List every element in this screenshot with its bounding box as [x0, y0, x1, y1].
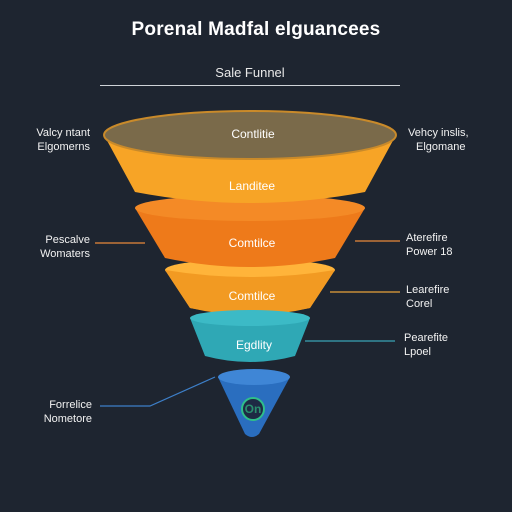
target-circle-icon [241, 397, 265, 421]
right-label-3-line-2: Corel [406, 298, 433, 310]
right-label-4: Pearefite Lpoel [404, 331, 500, 359]
funnel-stage-5 [190, 310, 310, 362]
left-label-3-line-2: Nometore [43, 413, 92, 425]
stage-label-2: Landitee [229, 179, 275, 193]
right-label-4-line-1: Pearefite [404, 332, 449, 344]
left-label-2: Pescalve Womaters [18, 233, 90, 261]
right-label-3-line-1: Learefire [406, 284, 450, 296]
right-label-2-line-1: Aterefire [406, 232, 448, 244]
left-label-1: Valcy ntant Elgomerns [18, 126, 90, 154]
left-label-2-line-2: Womaters [40, 248, 90, 260]
stage-label-4: Comtilce [229, 289, 276, 303]
right-label-4-line-2: Lpoel [404, 346, 431, 358]
stage-label-5: Egdlity [236, 338, 272, 352]
right-label-2-line-2: Power 18 [406, 246, 453, 258]
right-label-1-line-2: Elgomane [416, 141, 466, 153]
left-label-2-line-1: Pescalve [45, 234, 90, 246]
left-label-3: Forrelice Nometore [18, 398, 92, 426]
stage-label-3: Comtilce [229, 236, 276, 250]
left-label-1-line-2: Elgomerns [37, 141, 90, 153]
right-label-1-line-1: Vehcy inslis, [408, 127, 469, 139]
funnel-stage-1 [103, 110, 397, 203]
left-label-1-line-1: Valcy ntant [36, 127, 90, 139]
subtitle-divider [100, 85, 400, 86]
funnel-subtitle: Sale Funnel [215, 65, 285, 80]
right-label-1: Vehcy inslis, Elgomane [408, 126, 504, 154]
funnel-stage-3 [135, 195, 365, 267]
connector-left-3 [100, 376, 216, 407]
left-label-3-line-1: Forrelice [49, 399, 92, 411]
right-label-3: Learefire Corel [406, 283, 502, 311]
funnel-stage-6 [218, 369, 290, 437]
right-label-2: Aterefire Power 18 [406, 231, 502, 259]
funnel-stage-4 [165, 259, 335, 315]
stage-label-1: Contlitie [231, 127, 275, 141]
stage-label-6: On [245, 402, 262, 416]
page-title: Porenal Madfal elguancees [131, 19, 381, 40]
